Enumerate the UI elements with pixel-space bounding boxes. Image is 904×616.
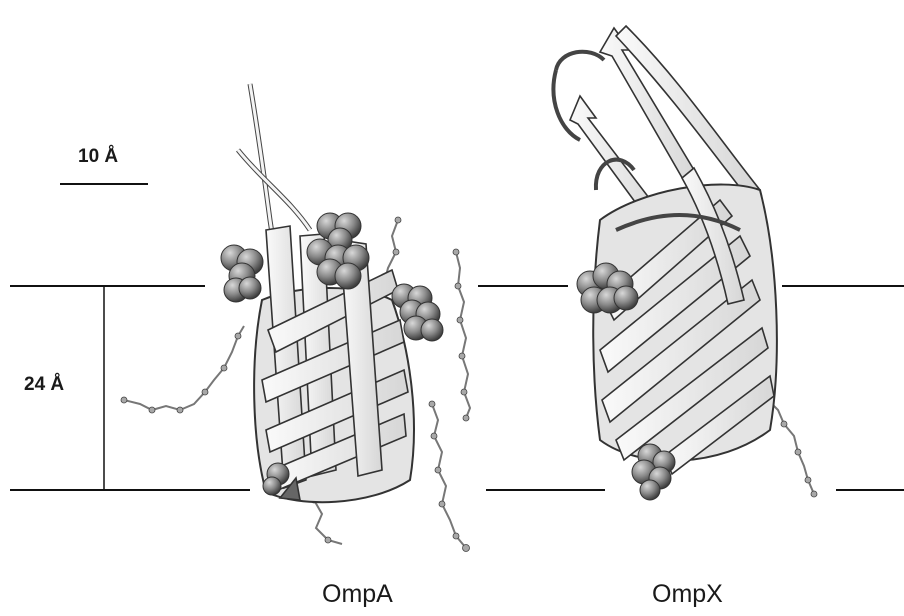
ompx-label: OmpX — [652, 580, 723, 609]
membrane-thickness-label: 24 Å — [24, 374, 64, 396]
scale-bar-label: 10 Å — [78, 146, 118, 168]
ompa-structure — [121, 84, 470, 552]
ompx-structure — [553, 26, 817, 500]
ompa-label: OmpA — [322, 580, 393, 609]
